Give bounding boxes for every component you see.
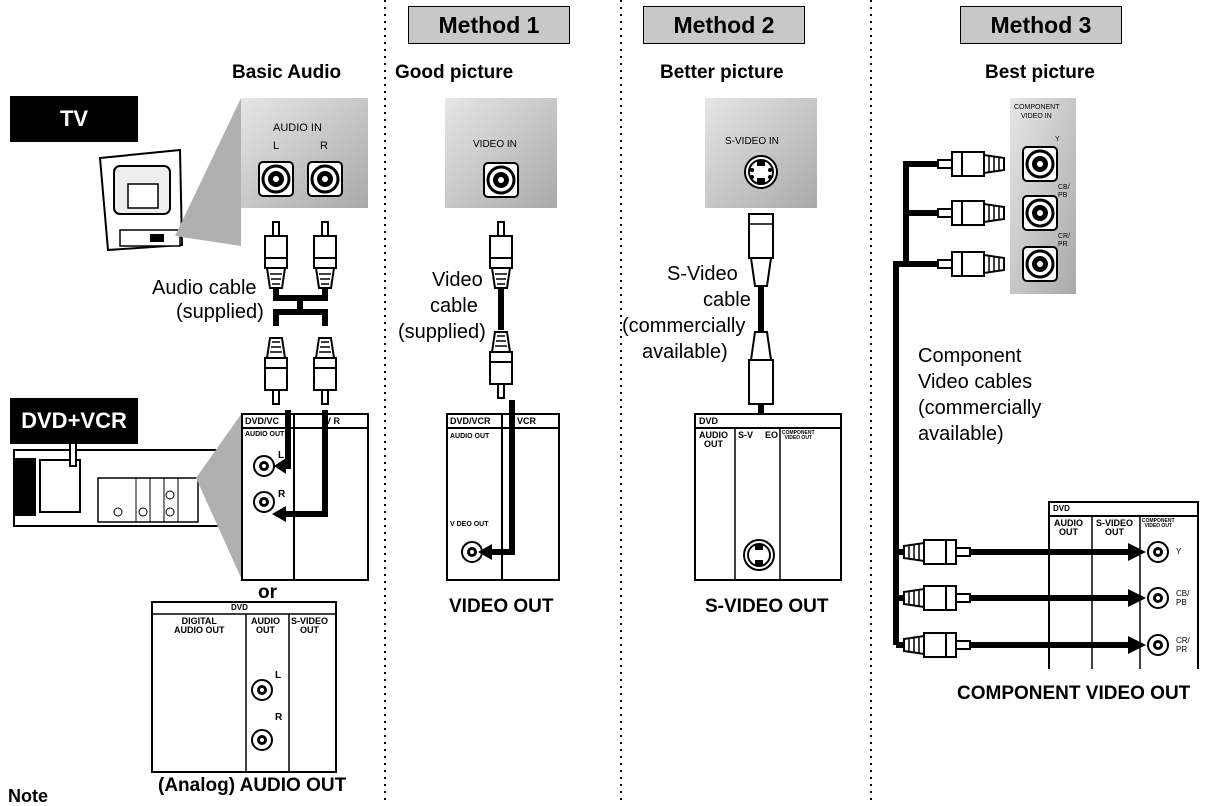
m2-panel-sv-right-label: EO	[765, 430, 779, 440]
svideo-cable-caption-2: cable	[703, 289, 751, 311]
note-heading: Note	[8, 786, 48, 806]
svideo-out-caption: S-VIDEO OUT	[705, 596, 829, 617]
m1-panel-dvdvcr-label: DVD/VCR	[450, 416, 491, 426]
component-out-caption: COMPONENT VIDEO OUT	[957, 683, 1191, 704]
m1-panel-audio-out-label: AUDIO OUT	[450, 433, 490, 440]
component-out-panel	[1048, 501, 1199, 669]
m3-panel-cb-label: CB/	[1176, 589, 1190, 598]
video-cable	[489, 221, 513, 399]
basic-panel-vcr-label: V R	[325, 416, 341, 426]
audio-cable-caption-1: Audio cable	[152, 277, 257, 299]
m3-panel-pr-label: PR	[1176, 645, 1188, 654]
svideo-out-panel	[694, 413, 842, 581]
tv-zoom-wedge	[175, 98, 241, 246]
svideo-cable-caption-4: available)	[642, 341, 728, 363]
video-in-label: VIDEO IN	[473, 139, 517, 150]
video-in-jack	[482, 161, 520, 199]
analog-panel-r-label: R	[275, 712, 283, 723]
component-cable-bottom	[893, 261, 1146, 658]
component-in-label-1: COMPONENT	[1014, 104, 1060, 111]
m3-panel-dvd-label: DVD	[1053, 504, 1070, 513]
basic-panel-l-label: L	[278, 450, 285, 461]
tv-label: TV	[10, 96, 138, 142]
component-in-pr-jack	[1021, 245, 1059, 283]
component-cable-top	[903, 151, 1005, 277]
analog-audio-panel	[151, 601, 337, 773]
component-in-pb-label: PB	[1058, 192, 1068, 199]
video-out-panel	[446, 400, 560, 581]
component-in-label-2: VIDEO IN	[1021, 113, 1052, 120]
video-cable-caption-3: (supplied)	[398, 321, 486, 343]
audio-in-r-label: R	[320, 140, 328, 152]
svideo-in-panel	[705, 98, 817, 208]
component-in-pr-label: PR	[1058, 241, 1068, 248]
svideo-in-label: S-VIDEO IN	[725, 136, 779, 147]
analog-panel-dvd-label: DVD	[231, 603, 248, 612]
component-cable-caption-4: available)	[918, 423, 1004, 445]
basic-panel-r-label: R	[278, 489, 286, 500]
m2-panel-sv-left-label: S-V	[738, 430, 754, 440]
video-out-caption: VIDEO OUT	[449, 596, 554, 617]
basic-panel-audio-out-label: AUDIO OUT	[245, 431, 285, 438]
dvd-zoom-wedge	[196, 413, 242, 580]
analog-audio-out-caption: (Analog) AUDIO OUT	[158, 775, 347, 796]
basic-out-panel	[241, 410, 369, 581]
m3-panel-pb-label: PB	[1176, 598, 1187, 607]
m3-panel-cr-label: CR/	[1176, 636, 1190, 645]
component-cable-caption-3: (commercially	[918, 397, 1042, 419]
m1-panel-video-out-label: V DEO OUT	[450, 521, 489, 528]
audio-in-l-label: L	[273, 140, 280, 152]
method-1-heading: Good picture	[395, 62, 514, 83]
audio-cable	[264, 221, 337, 405]
basic-audio-heading: Basic Audio	[232, 62, 342, 83]
audio-in-label: AUDIO IN	[273, 122, 322, 134]
audio-cable-caption-2: (supplied)	[176, 301, 264, 323]
basic-panel-dvdvcr-label: DVD/VC	[245, 416, 280, 426]
method-1-badge: Method 1	[408, 6, 570, 44]
or-label: or	[258, 582, 277, 603]
analog-panel-l-label: L	[275, 670, 282, 681]
m1-panel-vcr-label: VCR	[517, 416, 537, 426]
method-3-badge: Method 3	[960, 6, 1122, 44]
m3-panel-y-label: Y	[1176, 547, 1182, 556]
method-2-heading: Better picture	[660, 62, 784, 83]
component-in-cb-label: CB/	[1058, 184, 1070, 191]
component-cable-caption-2: Video cables	[918, 371, 1033, 393]
component-cable-caption-1: Component	[918, 345, 1022, 367]
dvd-vcr-unit	[13, 435, 227, 527]
component-in-y-jack	[1021, 145, 1059, 183]
tv-illustration	[98, 148, 184, 252]
method-2-badge: Method 2	[643, 6, 805, 44]
video-cable-caption-2: cable	[430, 295, 478, 317]
svideo-cable-caption-1: S-Video	[667, 263, 738, 285]
audio-in-left-jack	[257, 160, 295, 198]
svideo-cable-caption-3: (commercially	[622, 315, 746, 337]
component-in-y-label: Y	[1055, 136, 1060, 143]
dvd-vcr-label: DVD+VCR	[10, 398, 138, 444]
audio-in-right-jack	[306, 160, 344, 198]
video-cable-caption-1: Video	[432, 269, 483, 291]
svideo-in-jack	[744, 155, 778, 189]
component-in-pb-jack	[1021, 194, 1059, 232]
component-in-cr-label: CR/	[1058, 233, 1071, 240]
method-3-heading: Best picture	[985, 62, 1095, 83]
m2-panel-dvd-label: DVD	[699, 416, 719, 426]
